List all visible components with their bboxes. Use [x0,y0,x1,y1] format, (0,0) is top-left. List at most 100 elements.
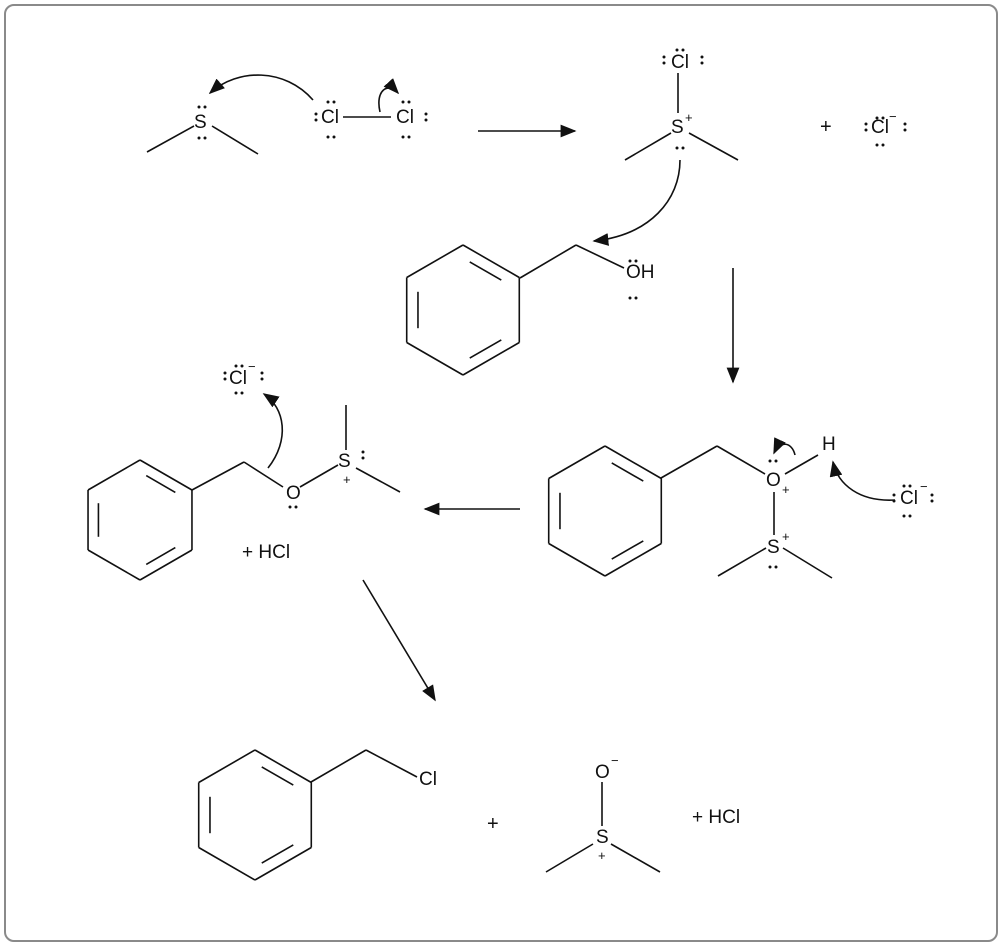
benzene-bond [462,244,520,279]
bond [660,445,718,479]
bond [310,749,367,783]
electron-dot [864,122,868,126]
atom-s: S [671,117,684,138]
electron-dot [628,296,632,300]
atom-cl: Cl [419,769,437,790]
bond [299,464,339,488]
bond [716,445,766,475]
atom-chloride: Cl [229,368,247,389]
atom-cl: Cl [671,52,689,73]
atom-s: S [338,451,351,472]
electron-dot [314,112,318,116]
electron-dot [401,100,405,104]
benzene-bond [139,459,193,491]
benzene-bond [87,549,141,581]
benzene-double-bond [469,339,502,359]
benzene-double-bond [611,462,644,482]
electron-dot [361,450,365,454]
electron-dot [407,135,411,139]
byproduct-hcl: + HCl [242,542,290,563]
electron-dot [903,122,907,126]
electron-dot [628,259,632,263]
benzene-bond [604,542,662,577]
charge-plus: + [782,482,790,497]
electron-dot [197,105,201,109]
electron-dot [774,565,778,569]
plus-sign: + [487,813,499,835]
charge-minus: − [920,479,928,494]
electron-dot [260,377,264,381]
electron-dot [234,391,238,395]
benzene-double-bond [261,766,294,786]
atom-o: O [595,762,610,783]
bond [519,244,577,279]
benzene-double-bond [611,540,644,560]
electron-dot [930,493,934,497]
bond [784,454,819,475]
electron-dot [326,135,330,139]
electron-dot [234,364,238,368]
electron-dot [634,259,638,263]
bond [717,547,767,577]
electron-dot [401,135,405,139]
electron-dot [700,61,704,65]
bond [191,461,245,491]
atom-chloride: Cl [871,117,889,138]
bond [624,132,672,161]
atom-cl: Cl [396,107,414,128]
electron-dot [203,105,207,109]
electron-dot [903,128,907,132]
benzene-bond [406,341,464,376]
benzene-bond [198,749,256,784]
benzene-double-bond [145,546,176,566]
electron-dot [197,136,201,140]
electron-dot [700,55,704,59]
charge-plus: + [598,848,606,863]
electron-dot [675,146,679,150]
electron-dot [361,456,365,460]
electron-dot [223,371,227,375]
bond [575,244,625,269]
electron-dot [662,61,666,65]
bond [688,132,739,161]
benzene-bond [87,459,141,491]
bond [782,547,833,579]
curved-arrow-cl-cl-break [378,78,400,113]
bond [365,749,418,778]
benzene-bond [139,549,193,581]
electron-dot [881,143,885,147]
electron-dot [875,116,879,120]
electron-dot [681,48,685,52]
benzene-double-bond [261,844,294,864]
electron-dot [634,296,638,300]
curved-arrow-s-attack [208,74,314,101]
benzene-bond [548,445,606,480]
electron-dot [875,143,879,147]
electron-dot [203,136,207,140]
electron-dot [908,514,912,518]
bond [146,125,195,153]
atom-s: S [194,112,207,133]
benzene-double-bond [145,474,176,494]
electron-dot [675,48,679,52]
electron-dot [326,100,330,104]
electron-dot [662,55,666,59]
electron-dot [332,135,336,139]
electron-dot [294,505,298,509]
electron-dot [902,484,906,488]
charge-plus: + [782,529,790,544]
electron-dot [768,565,772,569]
charge-minus: − [248,359,256,374]
electron-dot [223,377,227,381]
electron-dot [768,459,772,463]
benzene-double-bond [469,261,502,281]
electron-dot [908,484,912,488]
electron-dot [240,364,244,368]
benzene-bond [462,341,520,376]
atom-s: S [767,537,780,558]
atom-o: O [766,470,781,491]
electron-dot [407,100,411,104]
byproduct-hcl: + HCl [692,807,740,828]
electron-dot [774,459,778,463]
